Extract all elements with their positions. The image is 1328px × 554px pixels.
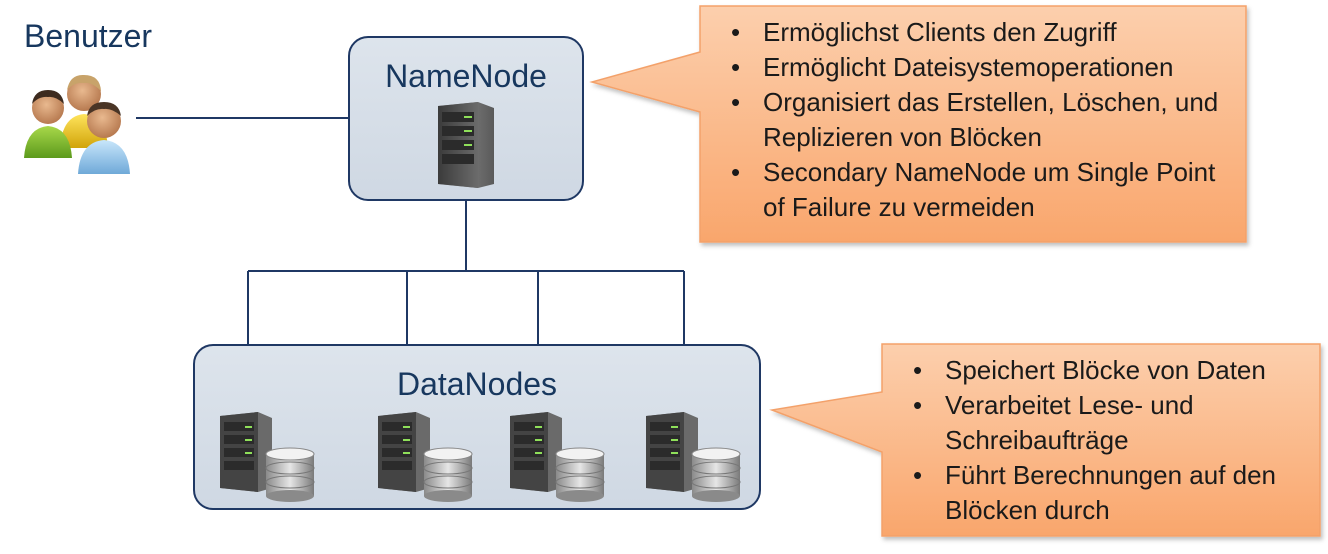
- namenode-callout-item: Organisiert das Erstellen, Löschen, und …: [717, 85, 1237, 155]
- namenode-callout-item: Secondary NameNode um Single Point of Fa…: [717, 155, 1237, 225]
- datanodes-callout-item: Verarbeitet Lese- und Schreibaufträge: [899, 388, 1319, 458]
- datanodes-title: DataNodes: [396, 366, 558, 402]
- benutzer-label: Benutzer: [24, 18, 153, 54]
- datanode-server-database-icon: [220, 412, 315, 502]
- datanodes-callout-item: Speichert Blöcke von Daten: [899, 353, 1319, 388]
- namenode-callout-item: Ermöglicht Dateisystemoperationen: [717, 50, 1237, 85]
- datanode-server-database-icon: [510, 412, 605, 502]
- datanode-server-database-icon: [378, 412, 473, 502]
- users-group-icon: [24, 74, 130, 174]
- datanodes-callout-item: Führt Berechnungen auf den Blöcken durch: [899, 458, 1319, 528]
- datanodes-callout-text: Speichert Blöcke von Daten Verarbeitet L…: [899, 353, 1319, 528]
- namenode-callout-item: Ermöglichst Clients den Zugriff: [717, 15, 1237, 50]
- namenode-title: NameNode: [385, 58, 547, 94]
- namenode-callout-text: Ermöglichst Clients den Zugriff Ermöglic…: [717, 15, 1237, 225]
- namenode-server-icon: [438, 102, 494, 188]
- datanode-server-database-icon: [646, 412, 741, 502]
